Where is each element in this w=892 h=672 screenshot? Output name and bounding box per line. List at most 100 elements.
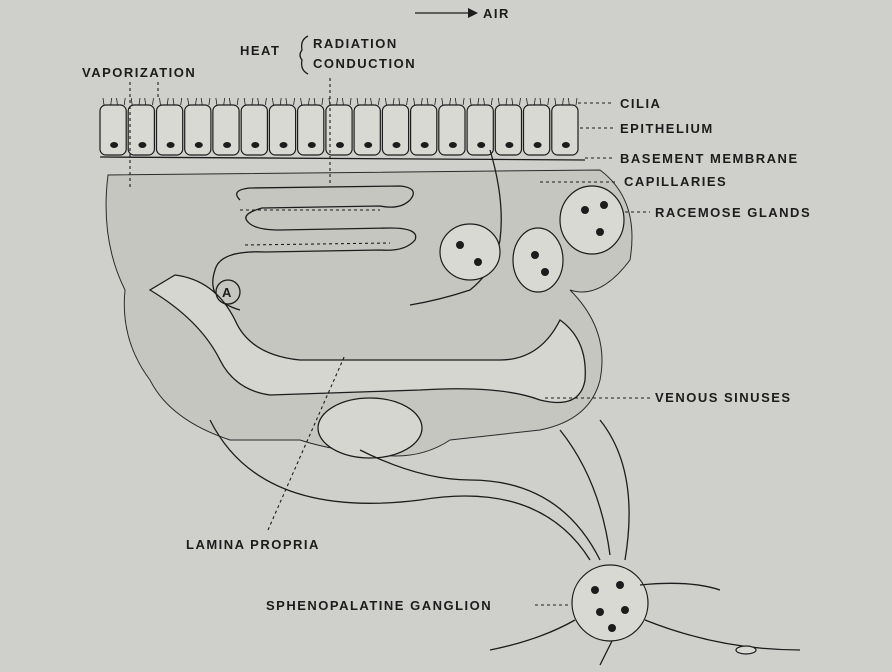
cilium (216, 98, 217, 105)
cilium (286, 98, 287, 105)
cilium (520, 98, 521, 105)
cilium (167, 98, 168, 105)
cilium (237, 98, 238, 105)
artery-label: A (222, 285, 233, 300)
cilium (563, 98, 564, 105)
cilium (280, 98, 281, 105)
cell-nucleus (505, 142, 513, 148)
conduction-label: CONDUCTION (313, 56, 416, 71)
sphenopalatine-ganglion-label: SPHENOPALATINE GANGLION (266, 598, 492, 613)
cilium (301, 98, 302, 105)
basement-membrane-line (100, 157, 585, 160)
cilium (498, 98, 499, 105)
cilium (548, 98, 549, 105)
cilium (576, 98, 577, 105)
cell-nucleus (336, 142, 344, 148)
cell-nucleus (449, 142, 457, 148)
cilium (124, 98, 125, 105)
vaporization-label: VAPORIZATION (82, 65, 196, 80)
cilium (111, 98, 112, 105)
radiation-label: RADIATION (313, 36, 398, 51)
cell-nucleus (223, 142, 231, 148)
cilium (357, 98, 358, 105)
racemose-glands-label: RACEMOSE GLANDS (655, 205, 811, 220)
lamina-propria-label: LAMINA PROPRIA (186, 537, 320, 552)
cilia-label: CILIA (620, 96, 661, 111)
gland-acinus (513, 228, 563, 292)
cilium (209, 98, 210, 105)
cell-nucleus (195, 142, 203, 148)
cilium (491, 98, 492, 105)
sphenopalatine-ganglion-shape (490, 565, 800, 665)
cilium (371, 98, 372, 105)
cilium (294, 98, 295, 105)
cilium (342, 98, 343, 105)
cilium (103, 98, 104, 105)
cilium (350, 98, 351, 105)
cell-nucleus (421, 142, 429, 148)
cilium (534, 98, 535, 105)
cell-nucleus (138, 142, 146, 148)
cilium (442, 98, 443, 105)
cell-nucleus (562, 142, 570, 148)
cilium (160, 98, 161, 105)
cilium (385, 98, 386, 105)
cilium (337, 98, 338, 105)
cell-nucleus (534, 142, 542, 148)
capillaries-label: CAPILLARIES (624, 174, 727, 189)
cilium (470, 98, 471, 105)
cilium (414, 98, 415, 105)
basement-membrane-label: BASEMENT MEMBRANE (620, 151, 799, 166)
cilium (450, 98, 451, 105)
cilium (265, 98, 266, 105)
nerve-fiber (360, 450, 600, 560)
cilium (455, 98, 456, 105)
cilium (484, 98, 485, 105)
cilium (188, 98, 189, 105)
epithelium-layer (100, 98, 578, 155)
cilium (506, 98, 507, 105)
heat-label: HEAT (240, 43, 280, 58)
cilium (555, 98, 556, 105)
cilium (272, 98, 273, 105)
cell-nucleus (308, 142, 316, 148)
cilium (512, 98, 513, 105)
cilium (463, 98, 464, 105)
cilium (527, 98, 528, 105)
gland-acinus (440, 224, 500, 280)
cilium (145, 98, 146, 105)
air-arrow (415, 8, 478, 18)
cilium (421, 98, 422, 105)
cilium (568, 98, 569, 105)
cilium (393, 98, 394, 105)
cilium (173, 98, 174, 105)
gland-acinus (560, 186, 624, 254)
cell-nucleus (251, 142, 259, 148)
cilium (399, 98, 400, 105)
cilium (258, 98, 259, 105)
epithelium-label: EPITHELIUM (620, 121, 714, 136)
cilium (139, 98, 140, 105)
cilium (224, 98, 225, 105)
cilium (435, 98, 436, 105)
cilium (407, 98, 408, 105)
nerve-fiber (600, 420, 629, 560)
cilium (117, 98, 118, 105)
air-label: AIR (483, 6, 510, 21)
cilium (308, 98, 309, 105)
heat-brace (300, 36, 308, 74)
cilium (131, 98, 132, 105)
cell-nucleus (364, 142, 372, 148)
cell-nucleus (477, 142, 485, 148)
cell-nucleus (110, 142, 118, 148)
cilium (427, 98, 428, 105)
cilium (201, 98, 202, 105)
cilium (244, 98, 245, 105)
cilium (322, 98, 323, 105)
cilium (365, 98, 366, 105)
cilium (196, 98, 197, 105)
cilium (314, 98, 315, 105)
venous-sinuses-label: VENOUS SINUSES (655, 390, 792, 405)
